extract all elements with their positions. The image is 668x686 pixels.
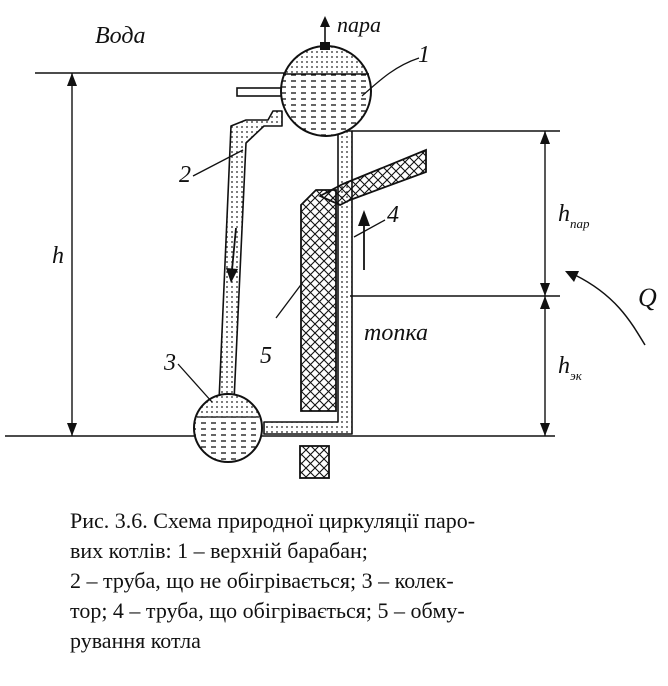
label-3: 3 <box>163 350 176 376</box>
furnace-label: топка <box>364 320 428 346</box>
label-2: 2 <box>179 162 191 188</box>
caption-line-3: 2 – труба, що не обігрівається; 3 – коле… <box>70 568 454 593</box>
downcomer-pipe <box>218 110 283 402</box>
furnace-lining <box>299 148 427 479</box>
flow-arrow-down <box>226 227 238 283</box>
caption-line-5: рування котла <box>70 628 201 653</box>
steam-label: пара <box>337 12 381 37</box>
dimension-lines <box>5 72 560 437</box>
upper-drum <box>280 45 372 137</box>
height-label: h <box>52 243 64 269</box>
water-label: Вода <box>95 23 145 49</box>
h-ek-main: h <box>558 353 570 379</box>
riser-pipe <box>263 130 353 435</box>
h-ek-label: hэк <box>558 353 583 383</box>
lower-collector <box>193 393 263 463</box>
caption-line-1: Рис. 3.6. Схема природної циркуляції пар… <box>70 508 476 533</box>
h-par-main: h <box>558 201 570 227</box>
leader-lines <box>177 57 420 403</box>
dimension-arrowheads <box>67 73 550 436</box>
h-ek-subscript: эк <box>570 368 583 383</box>
figure-caption: Рис. 3.6. Схема природної циркуляції пар… <box>70 506 630 656</box>
water-inlet-pipe <box>236 87 283 97</box>
caption-line-4: тор; 4 – труба, що обігрівається; 5 – об… <box>70 598 465 623</box>
heat-input-arrow <box>565 271 646 346</box>
q-label: Q <box>638 283 657 312</box>
caption-line-2: вих котлів: 1 – верхній барабан; <box>70 538 368 563</box>
flow-arrow-up <box>358 210 370 270</box>
h-par-label: hпар <box>558 201 590 231</box>
boiler-circulation-diagram: Вода пара 1 2 3 4 5 h hпар топка hэк Q <box>5 12 657 479</box>
steam-outlet <box>320 16 330 50</box>
label-1: 1 <box>418 42 430 68</box>
label-4: 4 <box>387 202 399 228</box>
h-par-subscript: пар <box>570 216 590 231</box>
label-5: 5 <box>260 343 272 369</box>
